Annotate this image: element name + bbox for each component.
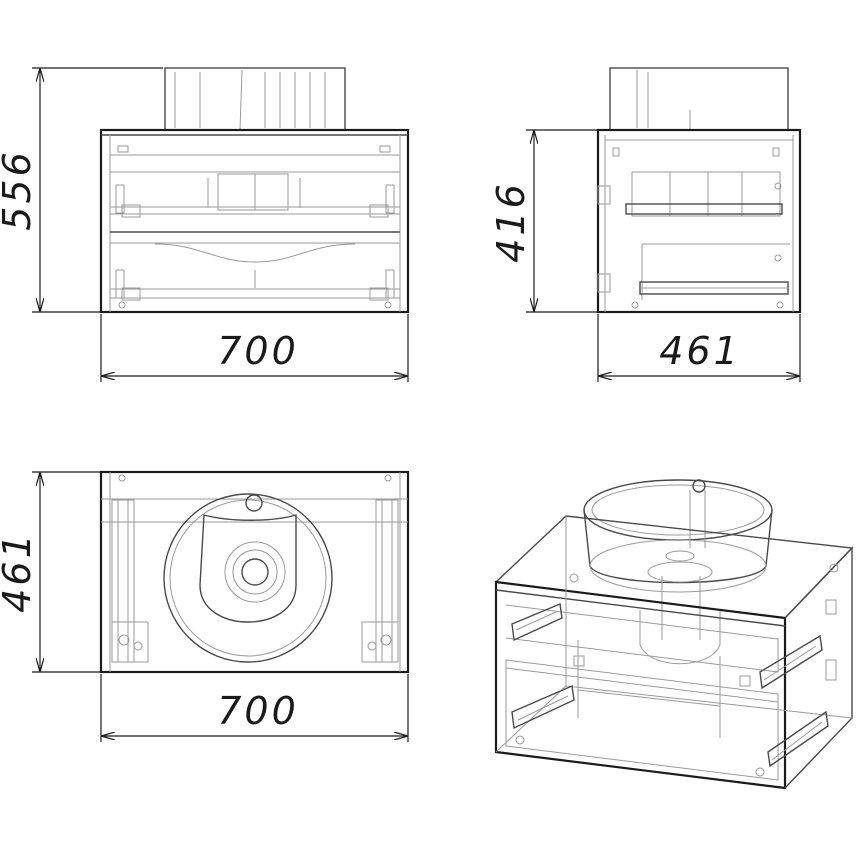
top-depth-label: 461 (0, 531, 39, 613)
iso-cabinet-top (494, 515, 854, 619)
drain-hole (241, 558, 269, 586)
front-width-label: 700 (217, 329, 299, 373)
isometric-view (494, 479, 854, 790)
basin-outer (163, 493, 333, 663)
side-depth-label: 461 (659, 329, 741, 373)
front-view: 700 556 (0, 67, 410, 382)
side-height-label: 416 (489, 181, 533, 263)
front-height-label: 556 (0, 149, 39, 231)
top-cabinet-outline (99, 470, 410, 674)
faucet-hole (245, 494, 263, 512)
top-view: 700 461 (0, 470, 410, 742)
iso-cabinet-side (784, 546, 853, 789)
front-cabinet-outline (99, 128, 410, 314)
iso-basin (583, 479, 773, 665)
side-view: 461 416 (489, 67, 802, 382)
front-basin (164, 67, 346, 131)
side-basin (609, 67, 789, 131)
top-width-label: 700 (217, 689, 299, 733)
side-cabinet-outline (596, 128, 802, 314)
